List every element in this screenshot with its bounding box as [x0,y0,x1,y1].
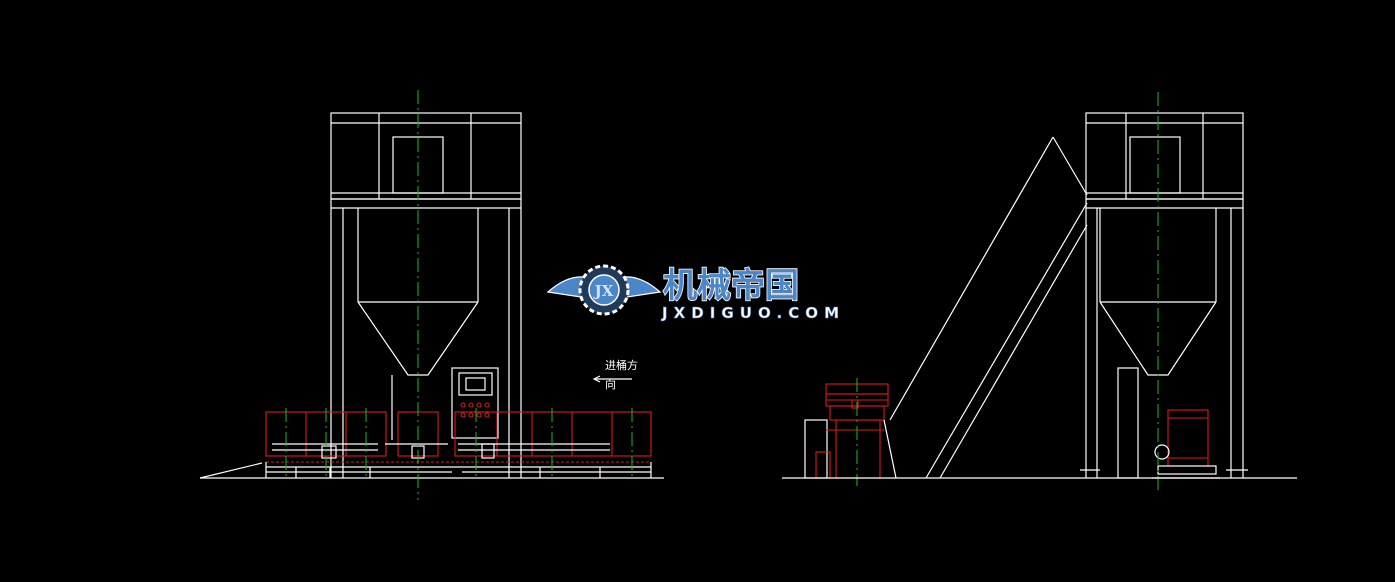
left-silo-hopper [357,208,479,376]
roller-conveyor-line [199,411,664,479]
left-support-legs [330,198,522,478]
feed-direction-annotation: 进桶方 向 [592,358,638,391]
right-top-platform [1085,112,1244,200]
feed-direction-label-line2: 向 [605,377,616,391]
drum-lift-unit [804,383,897,479]
watermark-brand-url: JXDIGUO.COM [661,304,840,322]
logo-letters: JX [593,282,614,300]
right-silo-hopper [1099,208,1217,479]
filling-station-drum [1152,409,1220,479]
right-support-legs [1080,198,1248,478]
control-cabinet [391,367,499,440]
site-watermark: JX 机械帝国 JXDIGUO.COM [546,264,840,322]
watermark-brand-cn: 机械帝国 [663,266,799,306]
inclined-elevator [889,136,1088,479]
left-conveyor-centerlines [285,408,633,480]
left-elevation-view: 进桶方 向 [199,90,664,500]
left-top-platform [330,112,522,200]
right-elevation-view [782,92,1297,490]
winged-gear-logo-icon: JX [546,264,662,316]
feed-direction-label-line1: 进桶方 [605,358,638,372]
